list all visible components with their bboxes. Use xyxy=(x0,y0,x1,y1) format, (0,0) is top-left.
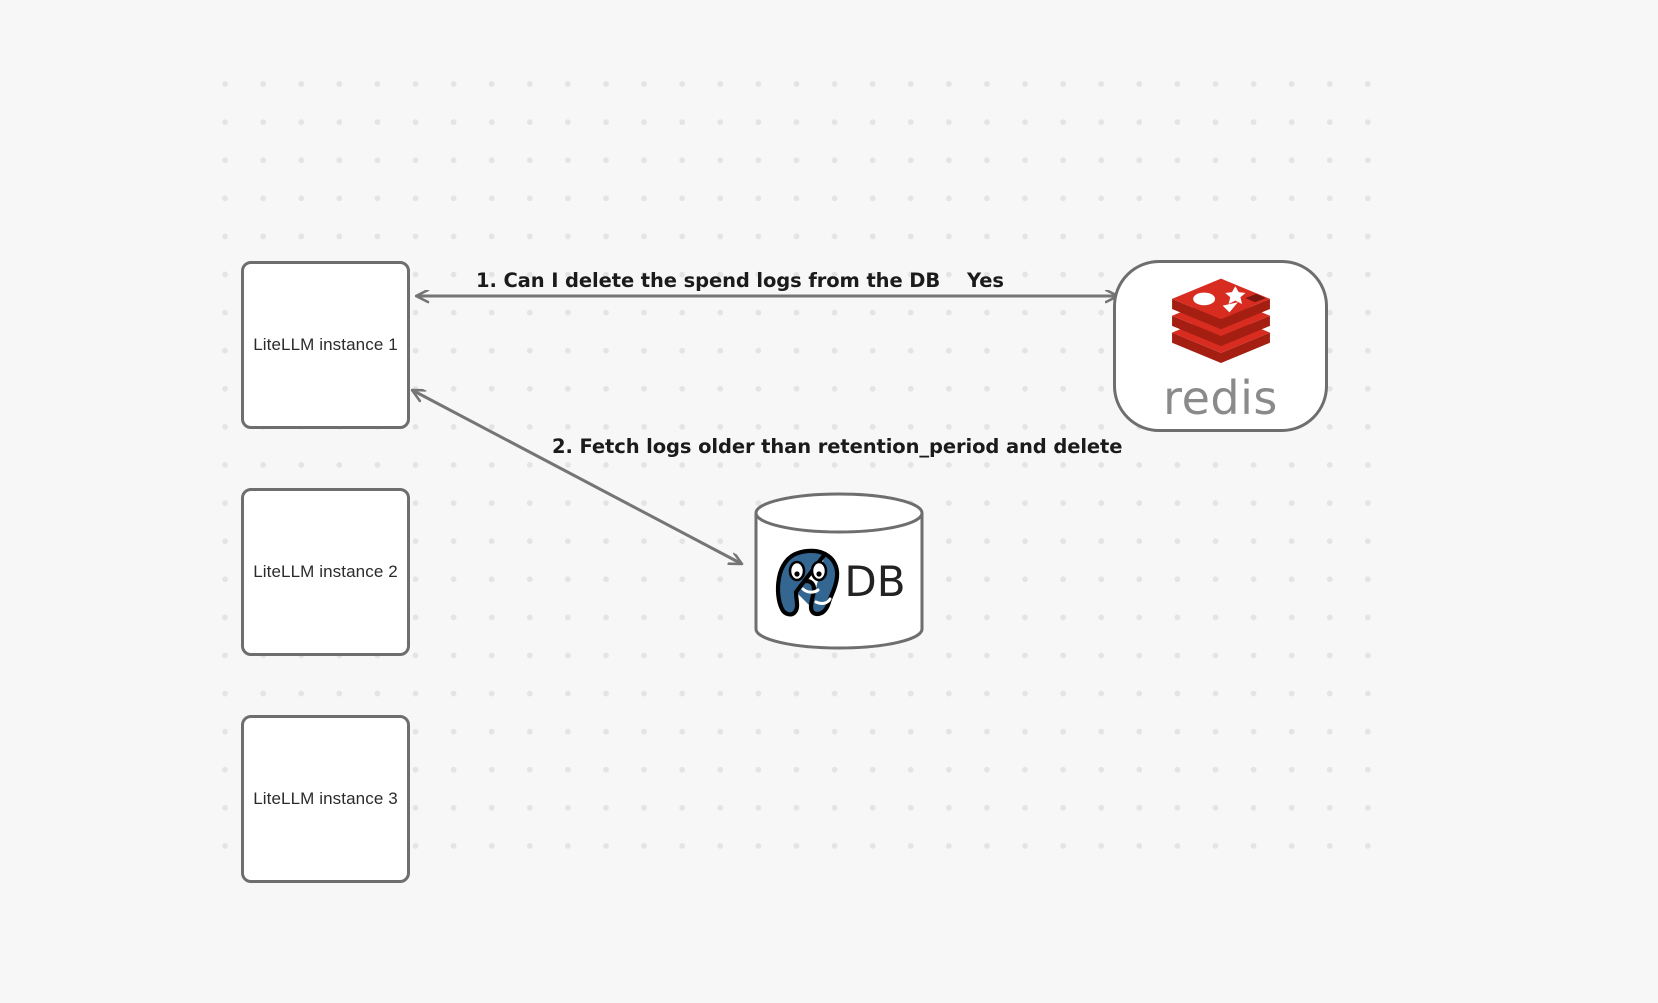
node-postgres-db[interactable]: DB xyxy=(753,492,925,650)
node-redis[interactable]: redis xyxy=(1113,260,1328,432)
edge-1-reply-label: Yes xyxy=(967,269,1004,292)
redis-logo-icon xyxy=(1167,272,1275,373)
node-litellm-instance-3[interactable]: LiteLLM instance 3 xyxy=(241,715,410,883)
node-litellm-instance-2-label: LiteLLM instance 2 xyxy=(253,561,398,581)
db-label: DB xyxy=(844,557,906,606)
node-litellm-instance-3-label: LiteLLM instance 3 xyxy=(253,788,398,808)
postgresql-elephant-icon xyxy=(772,545,844,619)
edge-litellm1-db xyxy=(412,388,742,566)
redis-wordmark: redis xyxy=(1163,370,1278,425)
edge-1-label: 1. Can I delete the spend logs from the … xyxy=(476,269,941,292)
edge-2-label: 2. Fetch logs older than retention_perio… xyxy=(552,435,1123,458)
node-litellm-instance-2[interactable]: LiteLLM instance 2 xyxy=(241,488,410,656)
node-litellm-instance-1[interactable]: LiteLLM instance 1 xyxy=(241,261,410,429)
node-litellm-instance-1-label: LiteLLM instance 1 xyxy=(253,334,398,354)
